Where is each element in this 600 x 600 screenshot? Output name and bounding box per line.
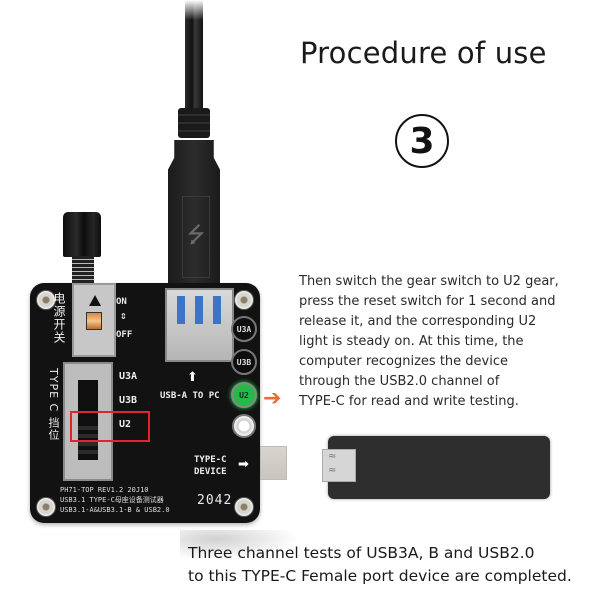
instruction-line: through the USB2.0 channel of (299, 374, 500, 389)
gear-ridge (78, 434, 98, 438)
led-u3a: U3A (231, 316, 257, 342)
gear-ridge (78, 450, 98, 454)
typec-label-line1: TYPE-C (194, 455, 227, 465)
instruction-line: TYPE-C for read and write testing. (299, 394, 519, 409)
typec-device (328, 436, 550, 499)
instruction-line: Then switch the gear switch to U2 gear, (299, 274, 559, 289)
up-arrow-icon: ⬆ (187, 370, 198, 385)
switch-tab (86, 312, 102, 330)
gear-option-u3b: U3B (119, 395, 138, 406)
power-switch-label: 电源开关 (52, 292, 66, 344)
typec-label-line2: DEVICE (194, 467, 227, 477)
triangle-icon (89, 295, 101, 306)
instruction-line: light is steady on. At this time, the (299, 334, 524, 349)
summary-line: Three channel tests of USB3A, B and USB2… (188, 544, 535, 562)
instruction-line: computer recognizes the device (299, 354, 508, 369)
reset-button[interactable] (232, 414, 256, 438)
power-knob[interactable] (63, 212, 101, 257)
power-switch[interactable] (72, 283, 116, 357)
silkscreen-line: USB3.1 TYPE-C母座设备测试器 (60, 496, 164, 504)
u2-highlight-box (70, 411, 150, 442)
gear-option-u2: U2 (119, 419, 132, 430)
off-label: OFF (116, 330, 133, 340)
usb-a-plug (168, 140, 220, 288)
summary-line: to this TYPE-C Female port device are co… (188, 567, 572, 585)
port-pin (177, 296, 185, 324)
step-number-badge: 3 (395, 114, 449, 168)
shadow (180, 530, 300, 560)
silkscreen-line: PH71-TOP REV1.2 20J10 (60, 486, 149, 494)
port-pin (213, 296, 221, 324)
usb-a-port[interactable] (165, 288, 234, 362)
screw-icon (36, 497, 56, 517)
gear-option-u3a: U3A (119, 371, 138, 382)
led-u2: U2 (231, 382, 257, 408)
led-u3b: U3B (231, 349, 257, 375)
usb-port-label: USB-A TO PC (160, 391, 220, 401)
instruction-text: Then switch the gear switch to U2 gear, … (299, 272, 599, 412)
screw-icon (234, 290, 254, 310)
port-pin (195, 296, 203, 324)
screw-icon (36, 290, 56, 310)
instruction-line: release it, and the corresponding U2 (299, 314, 537, 329)
updown-arrows-icon: ⇕ (120, 309, 127, 322)
usb-cable (185, 0, 203, 115)
summary-text: Three channel tests of USB3A, B and USB2… (188, 542, 572, 588)
cable-fade (180, 0, 210, 20)
silkscreen-text: PH71-TOP REV1.2 20J10 USB3.1 TYPE-C母座设备测… (60, 485, 170, 515)
right-arrow-icon: ➡ (238, 457, 249, 472)
cable-strain-relief (178, 108, 210, 138)
page-title: Procedure of use (300, 36, 547, 70)
gear-switch-label: TYPE C 挡位 (47, 368, 60, 441)
usb-symbol-icon: ⭍ (182, 196, 210, 278)
silkscreen-line: USB3.1-A&USB3.1-B & USB2.0 (60, 506, 170, 514)
on-label: ON (116, 297, 127, 307)
instruction-line: press the reset switch for 1 second and (299, 294, 556, 309)
serial-number: 2042 (197, 493, 233, 508)
typec-port[interactable] (260, 446, 287, 480)
pointer-arrow-icon: ➔ (263, 386, 282, 411)
gear-ridge (78, 426, 98, 430)
gear-ridge (78, 442, 98, 446)
screw-icon (234, 497, 254, 517)
knob-spring (72, 256, 94, 286)
device-connector: ≈≈ (322, 449, 356, 482)
